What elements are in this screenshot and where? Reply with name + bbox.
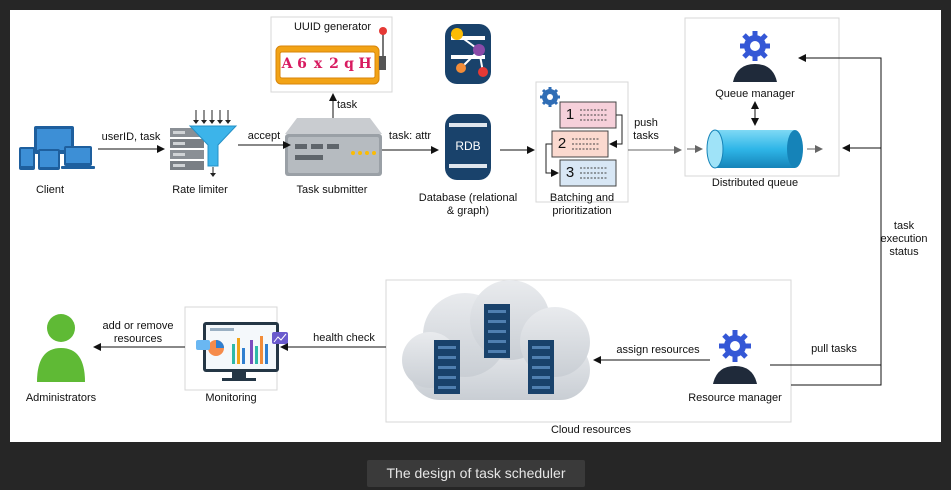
edge-label-userid-task: userID, task (101, 131, 161, 143)
batch-item-1 (559, 101, 617, 129)
edge-label-add-or-remove-resources: add or remove resources (102, 320, 174, 345)
edge-label-pull-tasks: pull tasks (811, 343, 857, 355)
uuid-generator-label: UUID generator (293, 21, 372, 33)
edge-label-health-check: health check (313, 332, 375, 344)
batch-flow-arrows (545, 114, 623, 177)
batching-label: Batching and prioritization (549, 192, 615, 217)
uuid-char: 6 (297, 56, 307, 72)
distributed-queue-label: Distributed queue (711, 177, 799, 189)
figure-caption: The design of task scheduler (386, 465, 566, 481)
rate-limiter-label: Rate limiter (172, 184, 228, 196)
batching-gear-icon (540, 87, 560, 107)
uuid-char: H (358, 56, 372, 72)
edge-label-task: task (337, 99, 358, 111)
slot-machine-icon (275, 27, 387, 85)
resource-manager-icon (713, 330, 757, 384)
caption-box: The design of task scheduler (367, 460, 585, 487)
edge-label-assign-resources: assign resources (616, 344, 700, 356)
batch-number-1: 1 (565, 106, 575, 123)
monitoring-dashboard-icon (196, 322, 288, 381)
administrators-label: Administrators (25, 392, 97, 404)
database-label: Database (relational & graph) (418, 192, 518, 217)
server-rack-icon (434, 304, 554, 394)
edge-label-task-attr: task: attr (388, 130, 432, 142)
flow-arrows (93, 54, 882, 386)
batch-number-3: 3 (565, 164, 575, 181)
edge-label-push-tasks: push tasks (633, 117, 659, 142)
edge-label-task-execution-status: task execution status (880, 220, 928, 258)
task-submitter-label: Task submitter (296, 184, 368, 196)
database-graph-icon (445, 24, 491, 84)
batch-item-2 (551, 130, 609, 158)
rdb-database-icon (445, 114, 491, 180)
monitoring-label: Monitoring (205, 392, 257, 404)
cloud-resources-label: Cloud resources (550, 424, 632, 436)
rdb-label: RDB (455, 139, 481, 153)
distributed-queue-icon (706, 129, 803, 169)
task-submitter-icon (285, 118, 382, 176)
rate-limiter-icon (170, 110, 238, 177)
uuid-char: 2 (329, 56, 339, 72)
client-label: Client (35, 184, 65, 196)
uuid-char: x (313, 56, 323, 72)
batch-number-2: 2 (557, 135, 567, 152)
queue-manager-icon (733, 31, 777, 82)
uuid-char: q (344, 56, 354, 72)
arrow-status-to-queue-manager (791, 54, 882, 386)
edge-label-accept: accept (247, 130, 281, 142)
queue-manager-label: Queue manager (715, 88, 795, 100)
client-devices-icon (19, 126, 95, 170)
queue-flow-arrows (628, 145, 823, 154)
resource-manager-label: Resource manager (688, 392, 782, 404)
batch-item-3 (559, 159, 617, 187)
diagram-svg (19, 16, 882, 423)
uuid-char: A (281, 56, 293, 72)
diagram-canvas: A 6 x 2 q H RDB 1 2 3 Client Rate limite… (10, 10, 941, 442)
administrator-avatar-icon (37, 314, 85, 382)
